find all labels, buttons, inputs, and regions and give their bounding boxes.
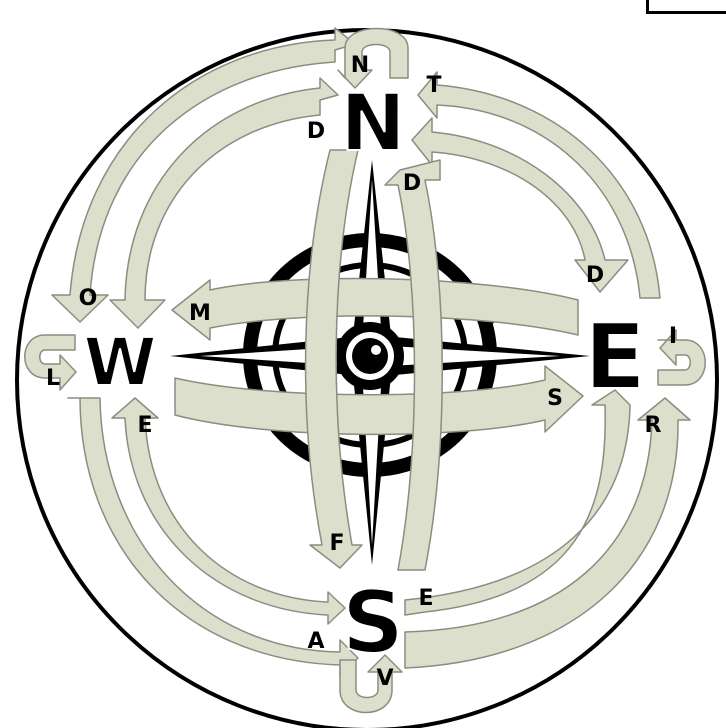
letter-i: I (669, 324, 677, 349)
letter-e-bottom: E (418, 586, 433, 611)
letter-l: L (46, 366, 60, 391)
letter-e-left: E (137, 413, 152, 438)
cardinal-north: N (340, 79, 405, 169)
letter-d-center: D (403, 171, 421, 196)
letter-a: A (307, 629, 324, 654)
letter-m: M (189, 301, 211, 326)
letter-t: T (426, 73, 441, 98)
letter-o: O (79, 286, 98, 311)
cardinal-east: E (584, 305, 645, 410)
cardinal-south: S (342, 573, 404, 673)
letter-d-ne: D (586, 263, 604, 288)
letter-v: V (376, 666, 393, 691)
letter-f: F (329, 531, 344, 556)
letter-d-nw: D (307, 119, 325, 144)
cardinal-west: W (84, 324, 157, 401)
letter-s-arrow: S (547, 386, 563, 411)
letter-r: R (645, 413, 662, 438)
letter-n-top: N (351, 53, 369, 78)
